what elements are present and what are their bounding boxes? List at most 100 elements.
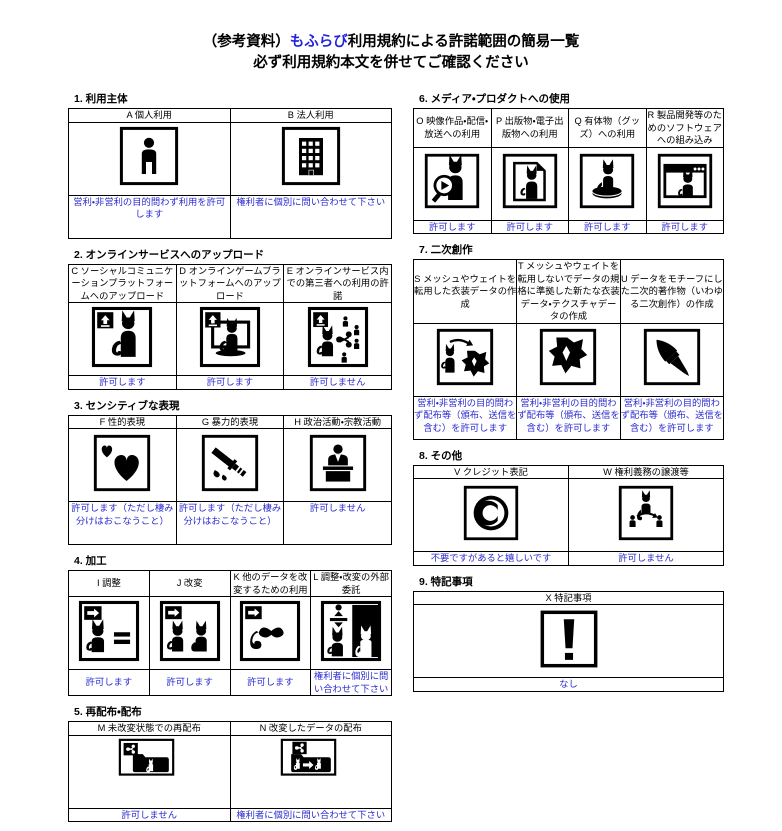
- icon-row: [68, 428, 392, 502]
- item-permission-j: 許可します: [148, 669, 231, 696]
- section-heading: 2. オンラインサービスへのアップロード: [74, 248, 265, 261]
- item-icon-cell-i: [68, 596, 150, 670]
- item-label-i: I 調整: [68, 570, 150, 597]
- cat-window-icon: [657, 153, 713, 209]
- item-icon-cell-d: [175, 302, 285, 376]
- page-title-prefix: （参考資料）: [202, 34, 290, 50]
- item-permission-m: 許可しません: [68, 807, 231, 822]
- item-icon-cell-a: [68, 121, 231, 196]
- permission-row: 許可します許可します許可しません: [68, 375, 392, 390]
- cat-two-icon: [159, 600, 221, 662]
- item-icon-cell-s: [412, 322, 518, 397]
- item-permission-e: 許可しません: [283, 375, 392, 390]
- page-subtitle: 必ず利用規約本文を併せてご確認ください: [253, 55, 529, 71]
- upload-cat-monitor-icon: [199, 306, 261, 368]
- section-heading: 3. センシティブな表現: [74, 399, 180, 412]
- item-icon-cell-t: [516, 322, 621, 397]
- page-title-brand: もふらび: [289, 34, 348, 50]
- item-label-t: T メッシュやウェイトを転用しないでデータの規格に準拠した新たな衣装データ・テク…: [516, 259, 621, 324]
- podium-speaker-icon: [309, 434, 367, 492]
- item-permission-n: 権利者に個別に問い合わせて下さい: [229, 807, 392, 822]
- permission-row: 許可しません権利者に個別に問い合わせて下さい: [68, 807, 392, 822]
- cat-outsource-icon: [320, 600, 382, 662]
- section-heading: 1. 利用主体: [74, 93, 128, 105]
- brush-icon: [643, 328, 701, 386]
- header-row: X 特記事項: [413, 590, 724, 605]
- item-label-n: N 改変したデータの配布: [229, 721, 392, 736]
- item-permission-c: 許可します: [68, 375, 177, 390]
- item-icon-cell-k: [229, 596, 312, 670]
- item-icon-cell-m: [68, 734, 231, 809]
- item-label-e: E オンラインサービス内での第三者への利用の許諾: [283, 263, 392, 303]
- item-permission-i: 許可します: [68, 669, 150, 696]
- icon-row: [68, 596, 392, 670]
- section-heading: 9. 特記事項: [419, 575, 473, 588]
- item-label-c: C ソーシャルコミュニケーションプラットフォームへのアップロード: [68, 263, 177, 303]
- section-s2: 2. オンラインサービスへのアップロード C ソーシャルコミュニケーションプラット…: [68, 248, 392, 390]
- cat-equals-icon: [78, 600, 140, 662]
- item-permission-k: 許可します: [229, 669, 312, 696]
- item-permission-b: 権利者に個別に問い合わせて下さい: [229, 194, 392, 239]
- item-permission-l: 権利者に個別に問い合わせて下さい: [310, 669, 392, 696]
- permission-row: 許可します（ただし棲み分けはおこなうこと）許可します（ただし棲み分けはおこなうこ…: [68, 501, 392, 545]
- icon-row: [68, 734, 392, 809]
- cat-ribbon-icon: [239, 600, 301, 662]
- item-permission-x: なし: [413, 677, 724, 692]
- item-icon-cell-p: [490, 146, 569, 221]
- item-label-p: P 出版物・電子出版物への利用: [490, 108, 569, 148]
- item-icon-cell-r: [645, 146, 724, 221]
- item-icon-cell-e: [283, 302, 392, 376]
- item-label-d: D オンラインゲームブラットフォームへのアップロード: [175, 263, 285, 303]
- item-permission-f: 許可します（ただし棲み分けはおこなうこと）: [68, 501, 177, 545]
- item-icon-cell-u: [619, 322, 725, 397]
- item-permission-d: 許可します: [175, 375, 285, 390]
- item-permission-t: 営利・非営利の目的問わず配布等（頒布、送信を含む）を許可します: [516, 395, 621, 440]
- page-title-suffix: 利用規約による許諾範囲の簡易一覧: [347, 34, 580, 50]
- icon-row: [68, 121, 392, 196]
- item-label-x: X 特記事項: [413, 590, 724, 605]
- icon-row: [413, 604, 724, 678]
- item-label-s: S メッシュやウェイトを転用した衣装データの作成: [412, 259, 518, 324]
- section-heading: 4. 加工: [74, 555, 107, 567]
- share-folder-modified-icon: [265, 738, 357, 800]
- item-permission-o: 許可します: [413, 219, 492, 234]
- item-label-m: M 未改変状態での再配布: [68, 721, 231, 736]
- item-permission-s: 営利・非営利の目的問わず配布等（頒布、送信を含む）を許可します: [412, 395, 518, 440]
- section-heading: 7. 二次創作: [419, 244, 473, 256]
- knife-icon: [201, 434, 259, 492]
- item-icon-cell-g: [175, 428, 285, 502]
- item-icon-cell-l: [310, 596, 392, 670]
- icon-row: [413, 146, 724, 221]
- icon-row: [68, 302, 392, 376]
- hearts-icon: [93, 434, 151, 492]
- item-icon-cell-c: [68, 302, 177, 376]
- item-permission-p: 許可します: [490, 219, 569, 234]
- cat-play-icon: [424, 153, 480, 209]
- item-icon-cell-w: [568, 478, 724, 552]
- item-permission-g: 許可します（ただし棲み分けはおこなうこと）: [175, 501, 285, 545]
- icon-row: [412, 322, 725, 397]
- item-icon-cell-f: [68, 428, 177, 502]
- exclamation-icon: [540, 610, 598, 668]
- item-permission-u: 営利・非営利の目的問わず配布等（頒布、送信を含む）を許可します: [619, 395, 725, 440]
- building-icon: [281, 126, 341, 186]
- permission-row: 不要ですがあると嬉しいです許可しません: [413, 551, 724, 566]
- item-label-v: V クレジット表記: [413, 464, 569, 479]
- copyright-icon: [463, 485, 519, 541]
